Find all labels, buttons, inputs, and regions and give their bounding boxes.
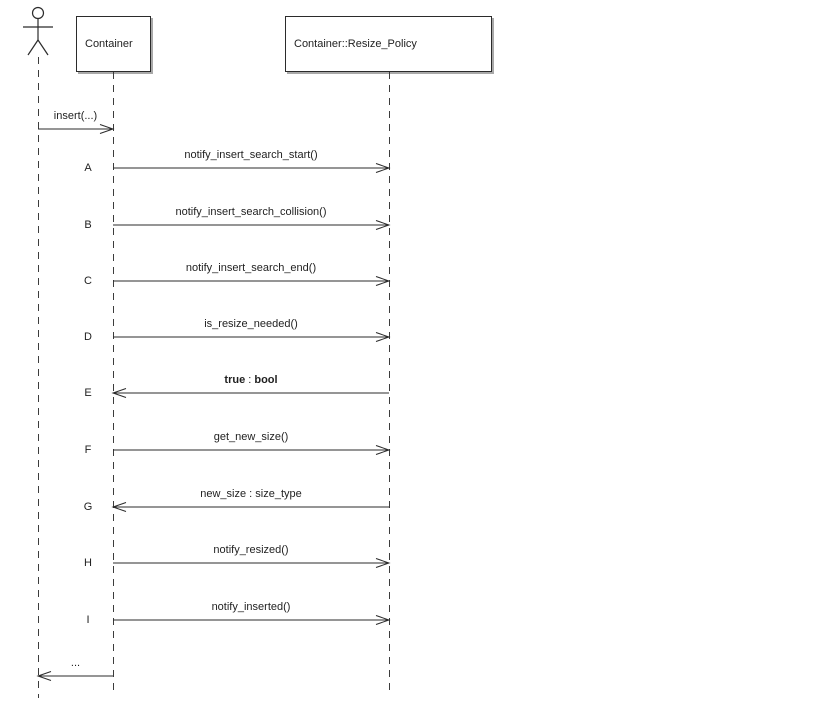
message-label: is_resize_needed() xyxy=(204,318,298,330)
object-label-resize-policy: Container::Resize_Policy xyxy=(294,38,417,50)
message-letter: C xyxy=(84,275,92,287)
message-arrow xyxy=(113,445,391,455)
message-label: get_new_size() xyxy=(213,431,289,443)
message-label: new_size : size_type xyxy=(200,488,302,500)
message-arrow xyxy=(113,163,391,173)
object-label-container: Container xyxy=(85,38,133,50)
message-arrow xyxy=(111,502,389,512)
message-label: notify_insert_search_start() xyxy=(184,149,318,161)
message-arrow xyxy=(113,332,391,342)
lifeline-actor xyxy=(38,57,39,698)
lifeline-resize_policy xyxy=(389,72,390,691)
message-label: notify_insert_search_collision() xyxy=(175,206,327,218)
message-letter: A xyxy=(84,162,92,174)
message-letter: B xyxy=(84,219,92,231)
message-arrow xyxy=(38,124,115,134)
message-label: notify_insert_search_end() xyxy=(185,262,317,274)
message-arrow xyxy=(113,615,391,625)
message-arrow xyxy=(113,220,391,230)
message-label: insert(...) xyxy=(53,110,98,122)
message-label: notify_inserted() xyxy=(211,601,291,613)
actor-icon xyxy=(23,6,53,56)
message-letter: G xyxy=(83,501,93,513)
message-letter: E xyxy=(84,387,92,399)
object-box-resize-policy: Container::Resize_Policy xyxy=(285,16,492,72)
message-letter: H xyxy=(84,557,92,569)
message-label: true : bool xyxy=(224,374,278,386)
message-label: notify_resized() xyxy=(213,544,289,556)
message-arrow xyxy=(113,276,391,286)
message-letter: F xyxy=(84,444,92,456)
message-letter: D xyxy=(84,331,92,343)
message-arrow xyxy=(36,671,113,681)
message-label: ... xyxy=(70,657,81,669)
message-letter: I xyxy=(86,614,90,626)
object-box-container: Container xyxy=(76,16,151,72)
message-arrow xyxy=(113,558,391,568)
lifeline-container xyxy=(113,72,114,691)
message-arrow xyxy=(111,388,389,398)
